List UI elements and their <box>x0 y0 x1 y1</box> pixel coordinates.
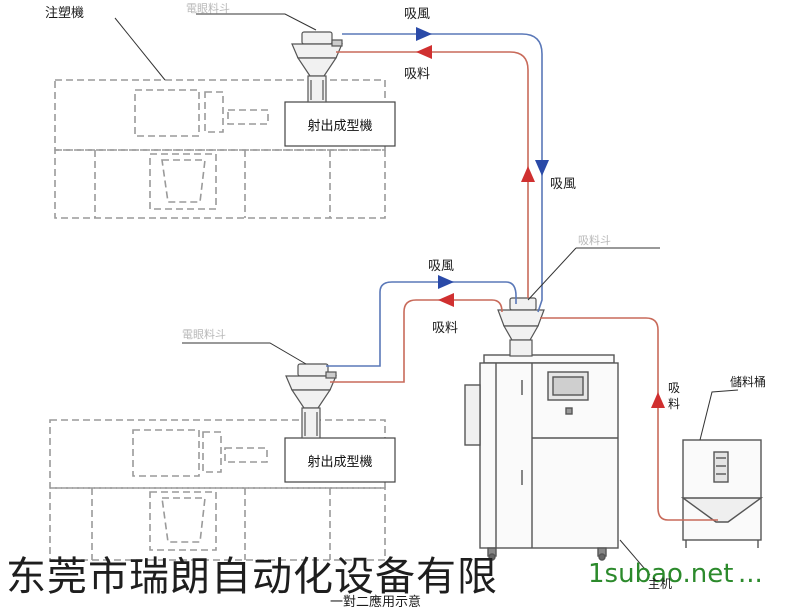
leader-lines <box>114 13 739 576</box>
diagram-caption: 一對二應用示意 <box>330 594 421 610</box>
material-label-vertical-char: 料 <box>668 397 680 411</box>
wind-label-top: 吸風 <box>404 7 430 22</box>
loader-label-top: 電眼料斗 <box>186 1 230 15</box>
injection-machine-bottom <box>49 419 386 561</box>
material-arrow-top <box>416 45 432 59</box>
material-label-top: 吸料 <box>404 67 430 82</box>
material-label-vertical-char: 吸 <box>668 381 680 395</box>
molding-label-top: 射出成型機 <box>307 118 372 134</box>
wind-arrow-bottom <box>438 275 454 289</box>
wind-pipe-bottom <box>326 281 517 367</box>
material-pipe-top <box>336 51 529 298</box>
hopper-loader-main <box>497 297 545 357</box>
wind-label-vertical: 吸風 <box>550 177 576 192</box>
wind-arrow-down <box>535 160 549 176</box>
material-label-vertical: 吸料 <box>668 381 680 411</box>
main-unit-cabinet <box>464 354 619 561</box>
material-pipe-storage <box>540 317 718 521</box>
storage-bucket <box>680 439 764 548</box>
watermark-site: 1subao.net <box>588 559 733 589</box>
material-pipe-bottom <box>330 299 503 383</box>
loader-label-right: 吸料斗 <box>578 233 611 247</box>
loader-label-left: 電眼料斗 <box>182 327 226 341</box>
material-label-bottom: 吸料 <box>432 321 458 336</box>
svg-text:吸料: 吸料 <box>668 381 680 411</box>
wind-label-bottom: 吸風 <box>428 259 454 274</box>
material-arrow-up <box>521 166 535 182</box>
material-arrow-bottom <box>438 293 454 307</box>
wind-arrow-top <box>416 27 432 41</box>
hopper-loader-top <box>291 31 343 103</box>
wind-pipe-top <box>342 33 543 313</box>
machine-label-top: 注塑機 <box>45 6 84 21</box>
hopper-loader-bottom <box>285 363 337 439</box>
main-unit-label: 主机 <box>648 577 672 591</box>
molding-box-bottom <box>284 437 396 483</box>
molding-box-top <box>284 101 396 147</box>
watermark-ellipsis: ... <box>738 559 763 589</box>
watermark-company: 东莞市瑞朗自动化设备有限 <box>6 554 498 600</box>
injection-machine-top <box>54 79 386 219</box>
material-arrow-storage <box>651 392 665 408</box>
storage-label: 儲料桶 <box>730 374 766 389</box>
molding-label-bottom: 射出成型機 <box>307 454 372 470</box>
